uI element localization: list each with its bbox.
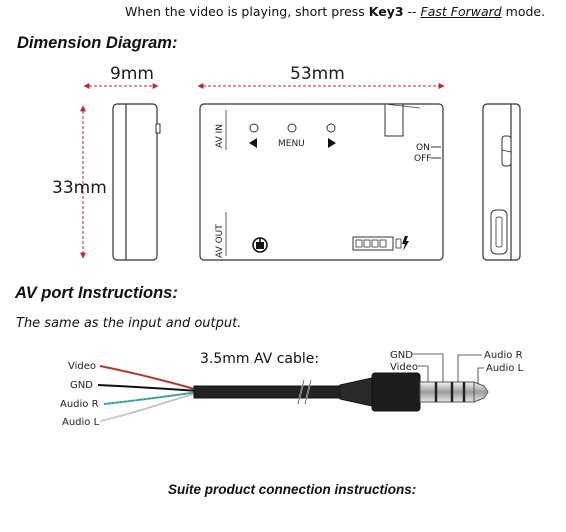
wire-audio-l-label: Audio L — [62, 417, 100, 428]
power-button-icon — [252, 237, 268, 253]
strain-relief — [339, 377, 373, 407]
wire-gnd — [97, 384, 199, 392]
wire-gnd-label: GND — [70, 380, 93, 391]
left-arrow-icon — [249, 138, 257, 148]
cable-label: 3.5mm AV cable: — [200, 351, 319, 367]
plug-audio-l-label: Audio L — [486, 363, 524, 374]
plug-gnd-label: GND — [390, 350, 413, 361]
jack-sleeve — [419, 381, 475, 403]
av-out-label: AV OUT — [215, 224, 225, 258]
height-dimension: 33mm — [52, 105, 107, 259]
dimension-title: Dimension Diagram: — [17, 34, 178, 52]
length-dimension: 53mm — [197, 64, 445, 89]
left-button — [249, 123, 259, 148]
intro-mode: Fast Forward — [420, 4, 502, 19]
right-button — [326, 123, 336, 148]
menu-label: MENU — [278, 139, 305, 149]
intro-sep: -- — [403, 4, 421, 19]
av-cable-diagram: 3.5mm AV cable: Video GND Audio R Audio … — [60, 350, 524, 428]
menu-button: MENU — [278, 123, 305, 149]
switch-off-label: OFF — [414, 154, 431, 164]
plug-video-label: Video — [390, 362, 418, 373]
av-port-description: The same as the input and output. — [16, 316, 242, 331]
av-port-title: AV port Instructions: — [15, 284, 178, 302]
jack-tip — [473, 381, 489, 403]
battery-indicator-icon — [352, 236, 409, 251]
charge-bolt-icon — [402, 236, 409, 251]
av-in-label: AV IN — [215, 124, 225, 148]
intro-prefix: When the video is playing, short press — [125, 4, 369, 19]
suite-title: Suite product connection instructions: — [168, 482, 417, 497]
intro-text: When the video is playing, short press K… — [125, 4, 545, 19]
length-label: 53mm — [290, 64, 345, 84]
side-view — [112, 103, 161, 261]
right-arrow-icon — [328, 138, 336, 148]
back-view — [482, 103, 521, 261]
intro-key: Key3 — [368, 4, 404, 19]
height-label: 33mm — [52, 178, 107, 198]
width-dimension: 9mm — [83, 64, 159, 89]
plug-housing — [371, 372, 421, 412]
wire-audio-r-label: Audio R — [60, 399, 99, 410]
cable-body — [193, 385, 341, 399]
av-in-port: AV IN — [215, 110, 227, 150]
av-out-port: AV OUT — [215, 212, 227, 258]
wire-video-label: Video — [68, 361, 96, 372]
wire-video — [99, 365, 199, 391]
plug-audio-r-label: Audio R — [484, 350, 523, 361]
front-view: AV IN AV OUT MENU ON OFF — [199, 103, 444, 261]
power-switch: ON OFF — [414, 143, 441, 164]
switch-on-label: ON — [416, 143, 430, 153]
intro-suffix: mode. — [501, 4, 546, 19]
width-label: 9mm — [110, 64, 154, 84]
wire-audio-r — [103, 391, 199, 405]
